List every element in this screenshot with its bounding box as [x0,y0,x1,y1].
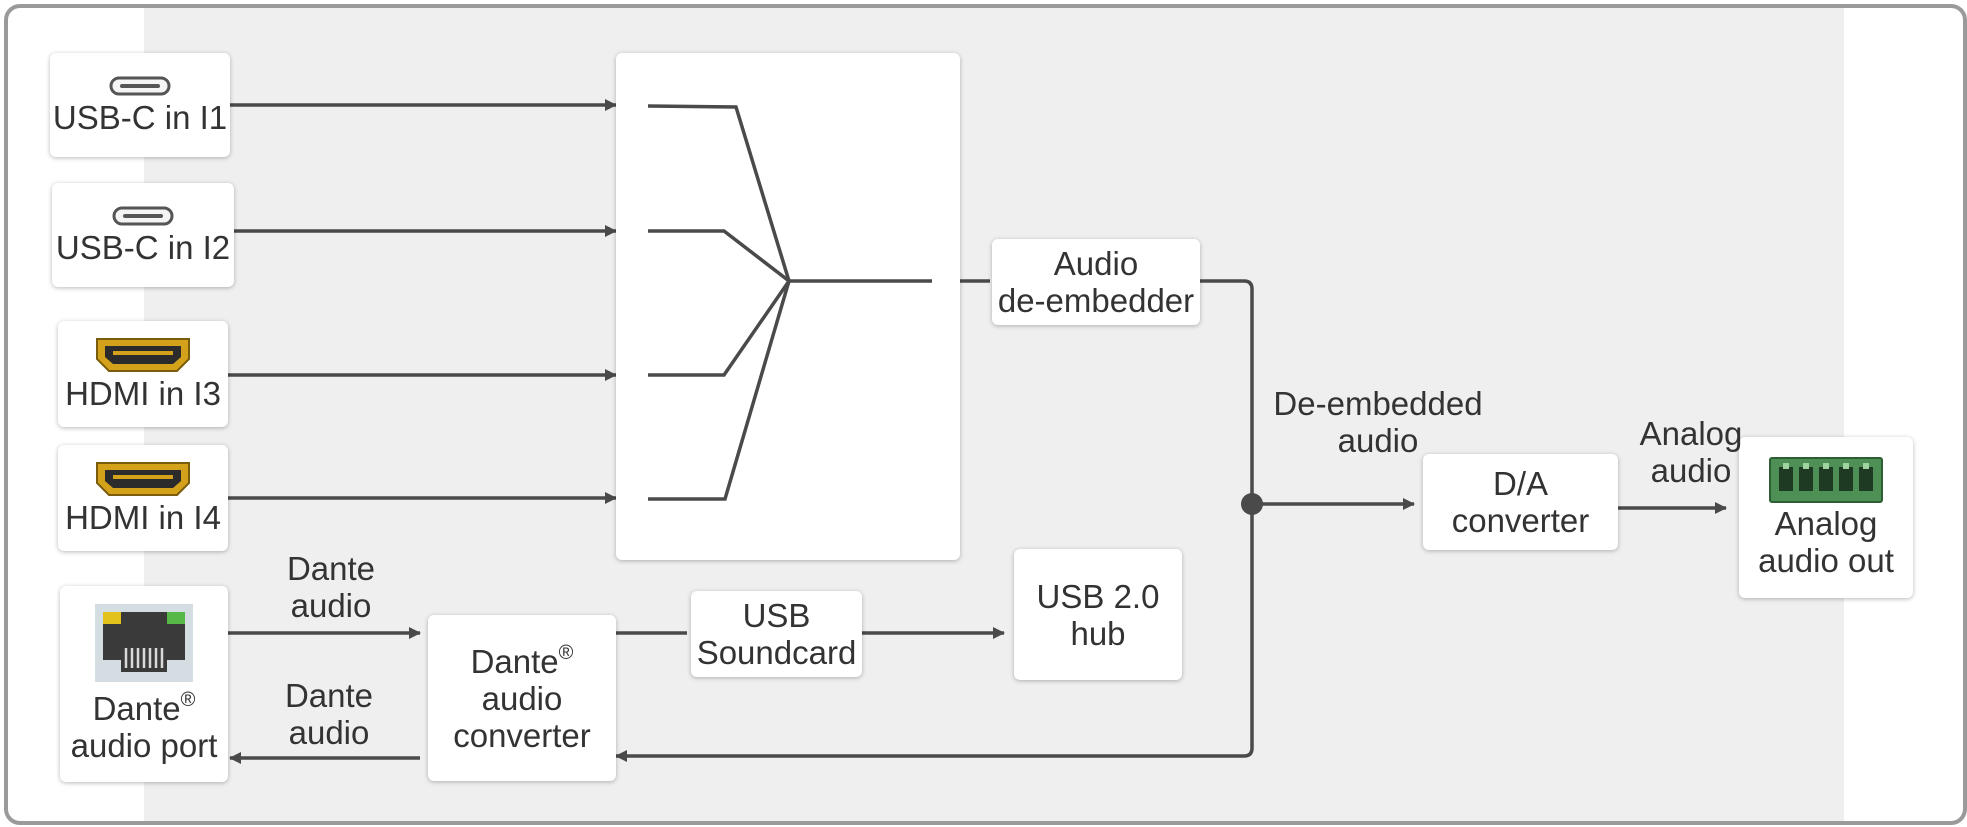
usb-hub: USB 2.0 hub [1014,549,1182,680]
da-line1: D/A [1492,465,1548,502]
deembedder-line1: Audio [1053,245,1139,282]
label-line: Dante [286,550,376,587]
terminal-block-icon [1769,456,1883,503]
dante-converter-line3: converter [453,716,591,754]
matrix-switcher [616,53,960,560]
input-hdmi-4: HDMI in I4 [58,445,228,551]
hdmi-port-icon [96,337,190,372]
soundcard-line2: Soundcard [696,634,857,671]
input-label: USB-C in I2 [55,228,231,266]
input-usb-c-1: USB-C in I1 [50,53,230,157]
input-label: USB-C in I1 [52,98,228,136]
label-dante-audio-in: Dante audio [256,550,406,624]
wire-deembedded-bus [615,279,1254,762]
label-line: audio [290,587,372,624]
dante-converter-line1: Dante [470,642,559,680]
label-line: audio [1650,452,1732,489]
background-panel [144,8,1844,821]
rj45-port-icon [95,604,193,682]
soundcard-line1: USB [742,597,811,634]
dante-port-line1: Dante [92,690,181,727]
input-label: HDMI in I3 [65,374,221,412]
analog-audio-out: Analog audio out [1739,437,1913,598]
junction-dot [1241,493,1263,515]
label-line: De-embedded [1273,385,1483,422]
registered-mark: ® [180,689,196,711]
label-dante-audio-out: Dante audio [254,677,404,751]
dante-converter-line2: audio [481,679,563,717]
hub-line1: USB 2.0 [1036,577,1160,615]
label-line: Analog [1639,415,1743,452]
input-hdmi-3: HDMI in I3 [58,321,228,427]
label-line: audio [288,714,370,751]
hub-line2: hub [1070,614,1126,652]
audio-deembedder: Audio de-embedder [992,239,1200,325]
diagram-frame: USB-C in I1 USB-C in I2 HDMI in I3 HDMI … [4,4,1967,825]
dante-audio-converter: Dante® audio converter [428,615,616,781]
label-deembedded-audio: De-embedded audio [1263,385,1493,459]
analog-out-line1: Analog [1774,504,1878,542]
usb-c-port-icon [109,76,171,95]
label-line: Dante [284,677,374,714]
input-label: HDMI in I4 [65,498,221,536]
label-line: audio [1337,422,1419,459]
da-converter: D/A converter [1423,454,1618,550]
label-analog-audio: Analog audio [1616,415,1766,489]
registered-mark: ® [558,641,574,664]
usb-c-port-icon [112,206,174,225]
analog-out-line2: audio out [1758,541,1894,579]
usb-soundcard: USB Soundcard [691,591,862,677]
deembedder-line2: de-embedder [997,282,1195,319]
dante-port-line2: audio port [70,727,218,764]
da-line2: converter [1451,502,1590,539]
input-usb-c-2: USB-C in I2 [52,183,234,287]
dante-audio-port: Dante® audio port [60,586,228,782]
hdmi-port-icon [96,461,190,496]
